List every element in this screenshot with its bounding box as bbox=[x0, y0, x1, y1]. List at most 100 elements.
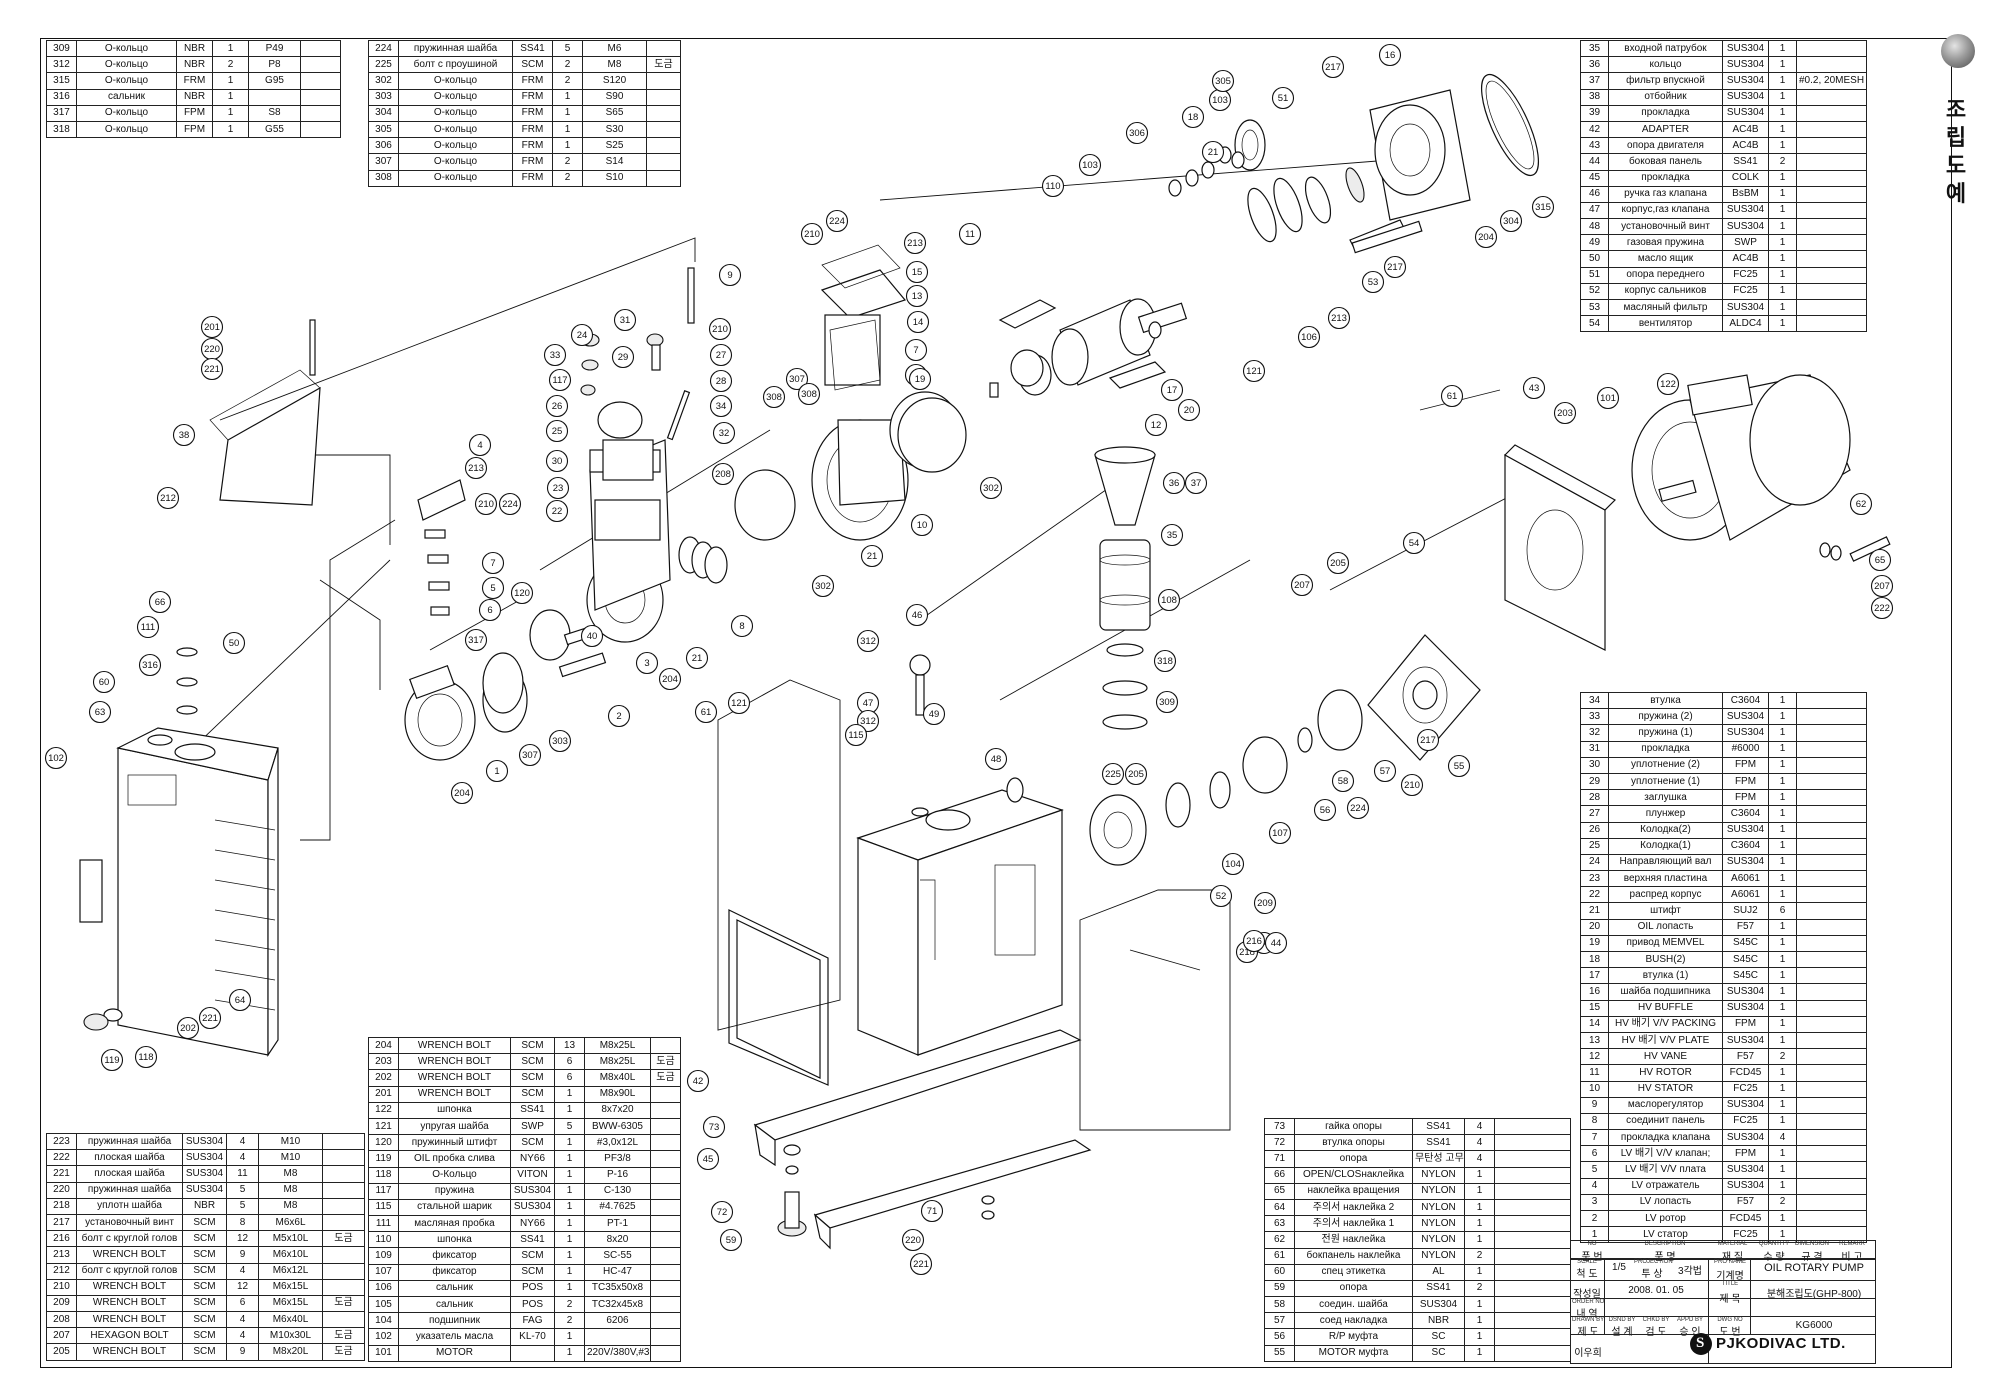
globe-icon bbox=[1941, 34, 1975, 68]
callout-label: 207 bbox=[1294, 580, 1310, 591]
part-spec: NYLON bbox=[1412, 1182, 1465, 1200]
part-spec: M8 bbox=[258, 1181, 323, 1199]
part-spec: FPM bbox=[1722, 789, 1769, 807]
callout-label: 204 bbox=[662, 674, 678, 685]
part-spec: C3604 bbox=[1722, 837, 1769, 855]
part-spec: G95 bbox=[248, 72, 301, 90]
part-number: 102 bbox=[368, 1328, 399, 1346]
tb-remark-en: REMARK bbox=[1839, 1241, 1865, 1247]
part-number: 30 bbox=[1580, 756, 1609, 774]
part-spec bbox=[1796, 691, 1867, 710]
callout-13: 13 bbox=[905, 284, 929, 308]
part-spec bbox=[650, 1328, 681, 1346]
callout-35: 35 bbox=[1160, 523, 1184, 547]
part-spec: M8x40L bbox=[584, 1069, 651, 1087]
part-spec: 1 bbox=[1768, 772, 1797, 791]
tb-no-kr: 품 번 bbox=[1581, 1252, 1603, 1263]
part-number: 303 bbox=[368, 88, 399, 106]
part-number: 63 bbox=[1264, 1215, 1295, 1233]
part-spec bbox=[1494, 1117, 1571, 1136]
callout-label: 104 bbox=[1225, 859, 1241, 870]
callout-304: 304 bbox=[1499, 209, 1523, 233]
callout-label: 111 bbox=[141, 622, 155, 633]
callout-label: 204 bbox=[1478, 232, 1494, 243]
part-number: 47 bbox=[1580, 201, 1609, 220]
callout-label: 42 bbox=[693, 1076, 704, 1087]
part-number: 37 bbox=[1580, 72, 1609, 90]
part-spec bbox=[1494, 1215, 1571, 1233]
part-spec bbox=[322, 1262, 365, 1280]
part-spec bbox=[650, 1215, 681, 1233]
callout-53: 53 bbox=[1361, 270, 1385, 294]
part-spec: FPM bbox=[1722, 1015, 1769, 1033]
callout-label: 49 bbox=[929, 709, 940, 720]
part-name: пружинная шайба bbox=[76, 1132, 183, 1151]
part-name: LV лопасть bbox=[1608, 1193, 1723, 1212]
part-name: верхняя пластина bbox=[1608, 870, 1723, 888]
part-spec bbox=[646, 72, 681, 90]
part-spec: P8 bbox=[248, 56, 301, 74]
part-spec: FC25 bbox=[1722, 266, 1769, 284]
part-name: фиксатор bbox=[398, 1247, 511, 1265]
part-spec: M6 bbox=[582, 39, 647, 58]
part-number: 105 bbox=[368, 1295, 399, 1314]
part-spec: SCM bbox=[510, 1036, 555, 1055]
part-name: BUSH(2) bbox=[1608, 950, 1723, 969]
callout-14: 14 bbox=[906, 310, 930, 334]
tb-title-value: 분해조립도(GHP-800) bbox=[1766, 1289, 1862, 1300]
part-spec: 4 bbox=[226, 1327, 259, 1345]
part-spec: 1 bbox=[212, 88, 249, 106]
callout-217: 217 bbox=[1416, 728, 1440, 752]
part-spec bbox=[1796, 1177, 1867, 1195]
callout-63: 63 bbox=[88, 700, 112, 724]
callout-label: 54 bbox=[1409, 538, 1420, 549]
part-spec: 4 bbox=[226, 1311, 259, 1329]
part-spec: 1 bbox=[1768, 39, 1797, 58]
callout-202: 202 bbox=[176, 1016, 200, 1040]
part-spec bbox=[1796, 1145, 1867, 1163]
part-number: 20 bbox=[1580, 918, 1609, 936]
part-spec: 1 bbox=[554, 1231, 585, 1249]
part-name: прокладка клапана bbox=[1608, 1129, 1723, 1147]
part-spec: SUS304 bbox=[1722, 821, 1769, 839]
part-number: 61 bbox=[1264, 1247, 1295, 1265]
part-number: 120 bbox=[368, 1134, 399, 1152]
part-spec bbox=[1796, 805, 1867, 823]
part-spec: SUS304 bbox=[1722, 983, 1769, 1001]
part-number: 52 bbox=[1580, 282, 1609, 301]
part-spec bbox=[322, 1213, 365, 1232]
part-spec: 도금 bbox=[650, 1053, 681, 1071]
part-name: OPEN/CLOSнаклейка bbox=[1294, 1166, 1413, 1184]
callout-label: 15 bbox=[912, 267, 923, 278]
callout-label: 309 bbox=[1159, 697, 1175, 708]
callout-label: 213 bbox=[907, 238, 923, 249]
callout-label: 106 bbox=[1301, 332, 1317, 343]
part-number: 24 bbox=[1580, 853, 1609, 872]
callout-label: 7 bbox=[490, 558, 495, 569]
part-spec: S30 bbox=[582, 120, 647, 139]
part-spec: SUS304 bbox=[1722, 39, 1769, 58]
part-spec bbox=[322, 1311, 365, 1329]
part-name: O-Кольцо bbox=[398, 1166, 511, 1184]
part-spec: BsBM bbox=[1722, 185, 1769, 203]
part-number: 6 bbox=[1580, 1145, 1609, 1163]
part-number: 306 bbox=[368, 137, 399, 155]
part-spec bbox=[1494, 1150, 1571, 1168]
part-spec: 2 bbox=[552, 72, 583, 90]
callout-65: 65 bbox=[1868, 548, 1892, 572]
part-spec bbox=[650, 1085, 681, 1103]
part-spec: 2 bbox=[552, 169, 583, 187]
callout-label: 122 bbox=[1660, 379, 1676, 390]
part-spec: SCM bbox=[182, 1213, 227, 1232]
tb-product-name: OIL ROTARY PUMP bbox=[1764, 1262, 1864, 1274]
part-spec: F57 bbox=[1722, 1193, 1769, 1212]
part-spec: 1 bbox=[1768, 950, 1797, 969]
callout-27: 27 bbox=[709, 343, 733, 367]
